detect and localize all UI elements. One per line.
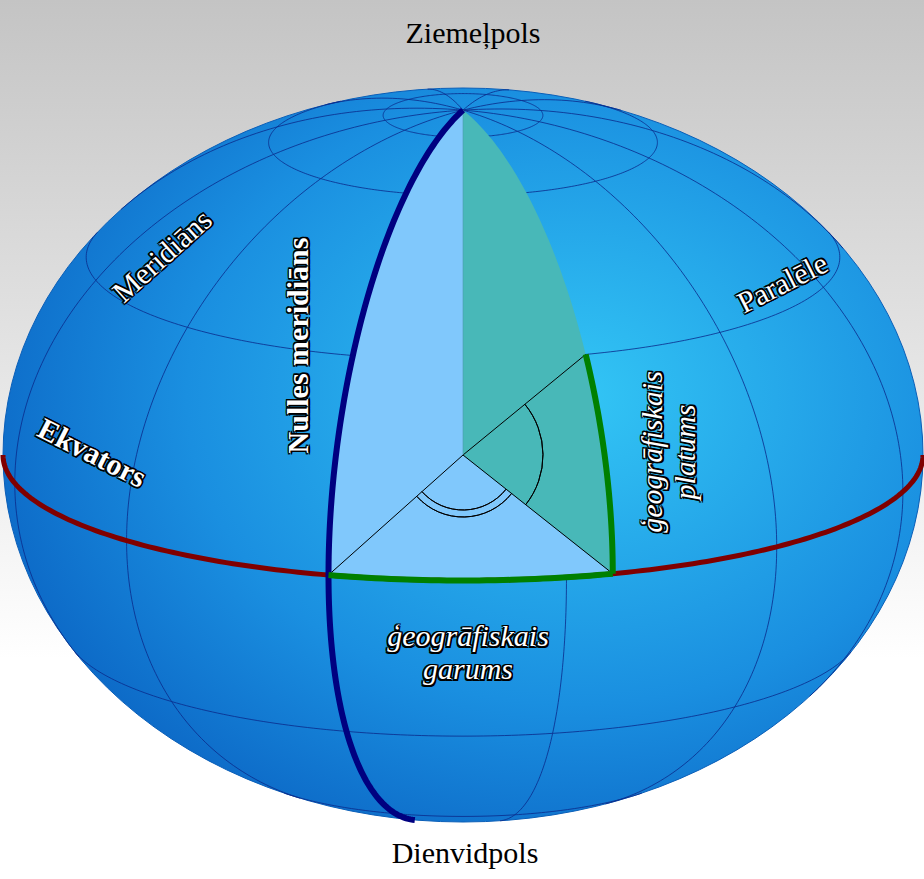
pole-label: Ziemeļpols xyxy=(406,16,541,49)
globe-body xyxy=(3,88,923,822)
prime-meridian-label: Nulles meridiāns xyxy=(281,237,314,453)
latitude-arc xyxy=(586,354,613,573)
equator-label: Ekvators xyxy=(33,411,152,493)
longitude-label: ģeogrāfiskais garums xyxy=(368,619,568,685)
prime-meridian-line xyxy=(329,110,463,820)
angle-arcs xyxy=(417,404,543,517)
parallel-label: Paralēle xyxy=(731,245,832,318)
longitude-arc xyxy=(329,574,613,581)
pole-label: Dienvidpols xyxy=(392,836,539,869)
meridian-label: Meridiāns xyxy=(106,202,218,308)
point-meridian-plane xyxy=(463,110,613,574)
latitude-label: ģeogrāfiskais platums xyxy=(635,352,701,552)
radius-lines xyxy=(329,110,613,575)
grid-lines xyxy=(15,89,903,821)
